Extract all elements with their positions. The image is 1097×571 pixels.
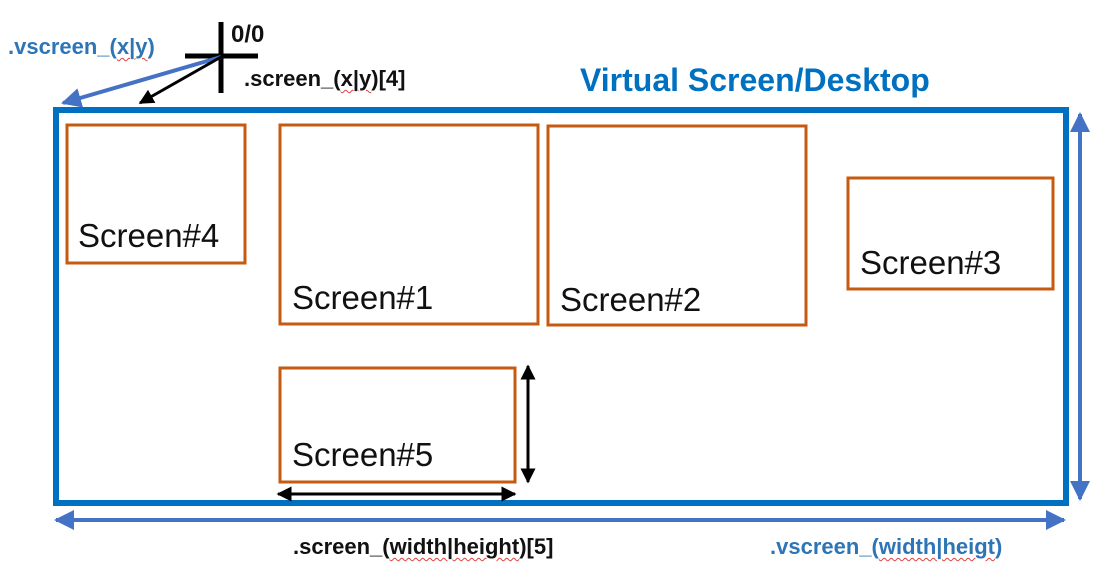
screen-xy-mark: x|y [340, 66, 372, 91]
screen-3-label: Screen#3 [860, 244, 1002, 281]
screen-2-label: Screen#2 [560, 281, 702, 318]
origin-label: 0/0 [231, 21, 265, 48]
screen-wh-label: .screen_(width|height)[5] [293, 536, 553, 558]
screen-xy-label: .screen_(x|y)[4] [244, 68, 405, 90]
screen-1-frame [278, 123, 540, 326]
vscreen-xy-arrow [61, 55, 222, 108]
screen-xy-suffix: )[4] [371, 66, 406, 91]
screen-xy-arrow [138, 55, 222, 105]
vscreen-wh-label: .vscreen_(width|heigt) [770, 536, 1002, 558]
vscreen-wh-mark: width|heigt [878, 534, 995, 559]
virtual-screen-title: Virtual Screen/Desktop [580, 62, 930, 98]
screen-3-frame [846, 176, 1055, 291]
screen-4-frame [65, 123, 247, 265]
vscreen-xy-prefix: .vscreen_( [8, 34, 117, 59]
screen-2-frame [546, 124, 808, 327]
screen-xy-prefix: .screen_( [244, 66, 341, 91]
vscreen-wh-prefix: .vscreen_( [770, 534, 879, 559]
screen-5-label: Screen#5 [292, 436, 434, 473]
vscreen-xy-mark: x|y [116, 34, 148, 59]
vscreen-xy-label: .vscreen_(x|y) [8, 36, 155, 58]
screen-1-label: Screen#1 [292, 279, 434, 316]
screen-5-frame [278, 366, 517, 484]
screen-4-label: Screen#4 [78, 217, 220, 254]
screen-wh-prefix: .screen_( [293, 534, 390, 559]
screen-wh-suffix: )[5] [519, 534, 554, 559]
vscreen-xy-suffix: ) [147, 34, 155, 59]
screen-wh-mark: width|height [389, 534, 520, 559]
vscreen-wh-suffix: ) [995, 534, 1003, 559]
virtual-screen-frame [53, 107, 1069, 506]
